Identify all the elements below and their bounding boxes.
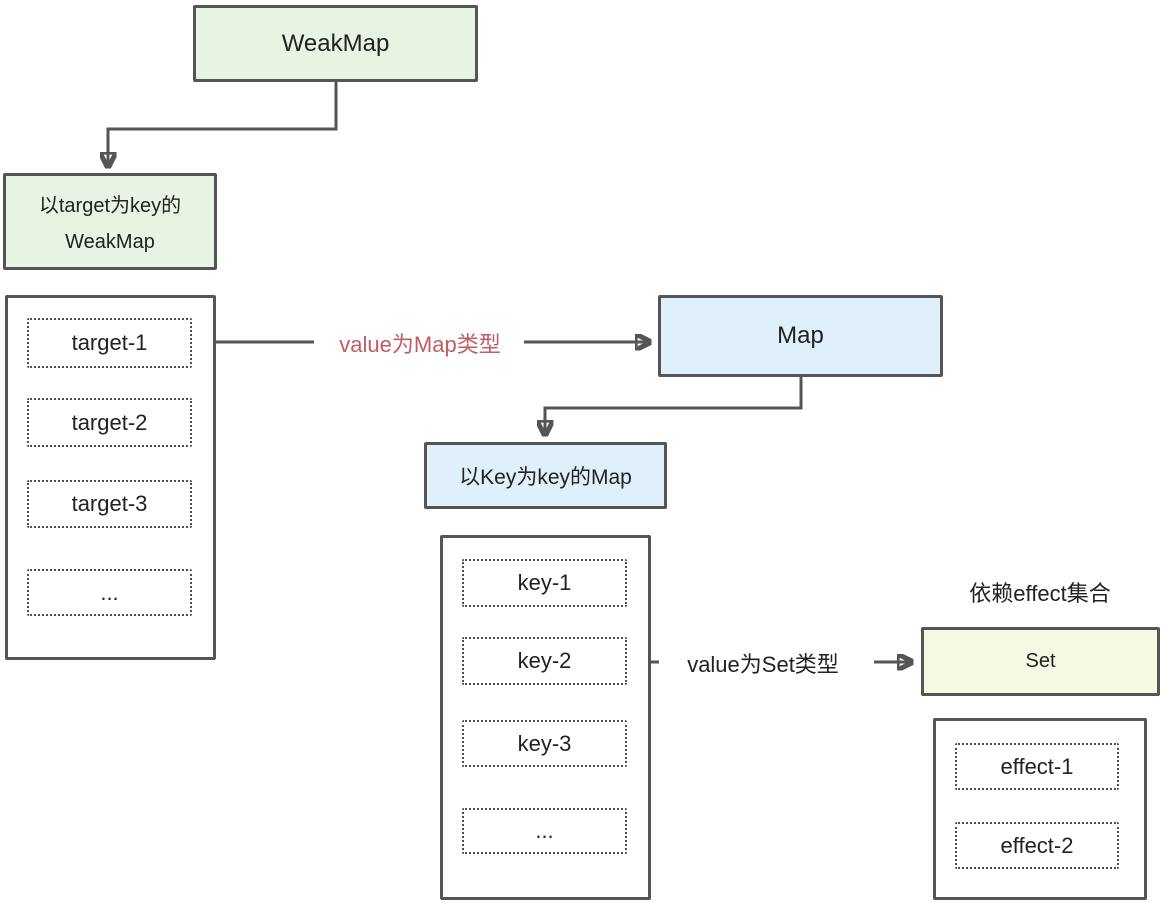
map-node-label: Map [777, 322, 824, 349]
weakmap-node-label: WeakMap [281, 29, 390, 57]
edge-label-value-map: value为Map类型 [339, 332, 501, 357]
key-item: key-1 [462, 559, 627, 607]
map-node: Map [658, 295, 943, 377]
target-item: target-3 [27, 480, 192, 528]
weakmap-desc-node: 以target为key的 WeakMap [3, 173, 217, 270]
key-item: ... [462, 808, 627, 854]
map-desc-node: 以Key为key的Map [424, 442, 667, 509]
edge-label-value-set: value为Set类型 [687, 652, 839, 677]
weakmap-node: WeakMap [193, 5, 478, 82]
key-item: key-3 [462, 720, 627, 767]
target-item: ... [27, 569, 192, 616]
weakmap-desc-line2: WeakMap [65, 231, 155, 253]
effect-item: effect-1 [955, 743, 1119, 790]
set-node-label: Set [1025, 650, 1056, 672]
edge-weakmap-to-desc [108, 82, 338, 167]
set-caption: 依赖effect集合 [969, 581, 1111, 606]
map-desc-label: 以Key为key的Map [459, 465, 632, 489]
weakmap-desc-line1: 以target为key的 [38, 195, 182, 217]
target-item: target-2 [27, 398, 192, 447]
key-item: key-2 [462, 637, 627, 685]
effect-item: effect-2 [955, 822, 1119, 869]
target-item: target-1 [27, 318, 192, 368]
set-node: Set [921, 627, 1160, 696]
edge-map-to-desc [545, 377, 803, 435]
